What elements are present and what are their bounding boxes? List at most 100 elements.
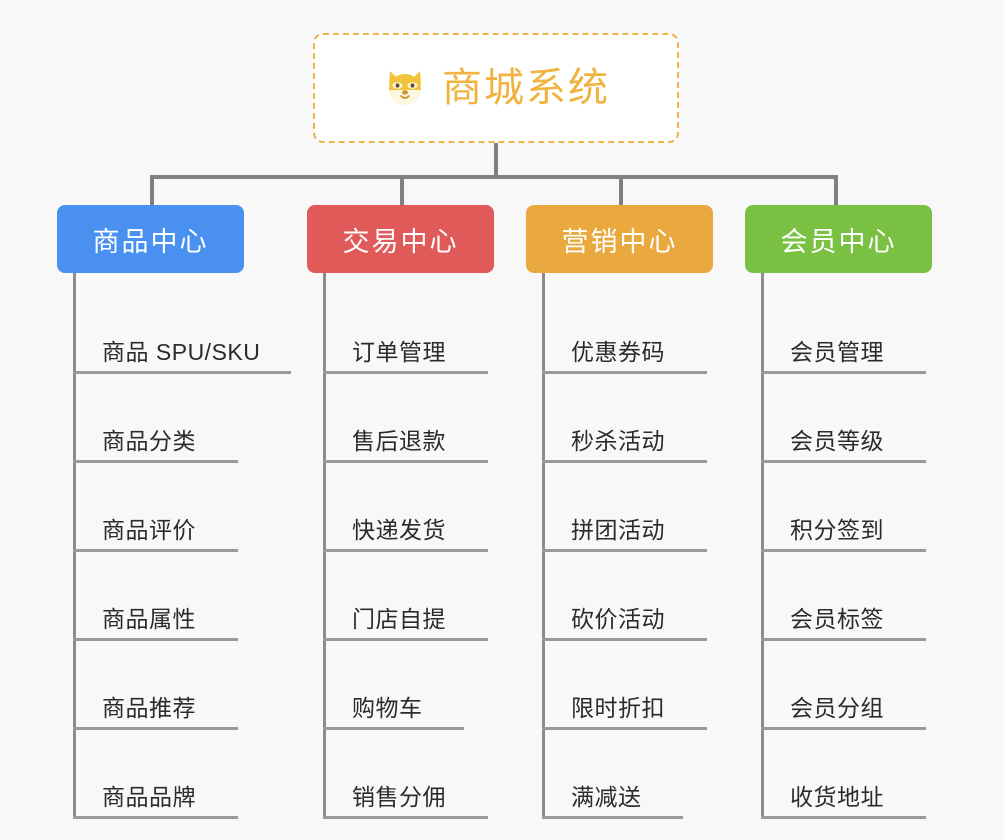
shiba-dog-face-icon: [382, 65, 428, 111]
leaf-item-label: 商品评价: [102, 517, 196, 543]
leaf-item[interactable]: 商品推荐: [57, 641, 244, 730]
leaf-underline: [323, 638, 488, 641]
column-product-center: 商品中心商品 SPU/SKU 商品分类商品评价商品属性商品推荐商品品牌: [57, 205, 291, 819]
leaf-item-label: 商品 SPU/SKU: [102, 339, 261, 365]
leaf-underline: [761, 816, 926, 819]
leaf-underline: [542, 816, 683, 819]
leaf-underline: [761, 460, 926, 463]
leaf-item-label: 订单管理: [352, 339, 446, 365]
leaf-item-label: 积分签到: [790, 517, 884, 543]
leaf-spine: [73, 273, 76, 819]
connector-horizontal-bus: [150, 175, 838, 179]
leaf-item[interactable]: 商品品牌: [57, 730, 244, 819]
leaf-item[interactable]: 会员分组: [745, 641, 932, 730]
category-box-member-center[interactable]: 会员中心: [745, 205, 932, 273]
category-box-product-center[interactable]: 商品中心: [57, 205, 244, 273]
leaf-item[interactable]: 会员管理: [745, 285, 932, 374]
leaf-item-label: 购物车: [352, 695, 423, 721]
root-node-title: 商城系统: [442, 66, 610, 110]
leaf-item[interactable]: 优惠券码: [526, 285, 713, 374]
leaf-item-label: 砍价活动: [571, 606, 665, 632]
leaf-item[interactable]: 积分签到: [745, 463, 932, 552]
leaf-list-trade-center: 订单管理售后退款快递发货门店自提购物车销售分佣: [307, 273, 494, 819]
leaf-item[interactable]: 会员等级: [745, 374, 932, 463]
leaf-underline: [542, 371, 707, 374]
leaf-spine: [761, 273, 764, 819]
category-title: 商品中心: [92, 226, 209, 257]
leaf-item[interactable]: 满减送: [526, 730, 713, 819]
leaf-item[interactable]: 商品属性: [57, 552, 244, 641]
leaf-item[interactable]: 收货地址: [745, 730, 932, 819]
leaf-item[interactable]: 秒杀活动: [526, 374, 713, 463]
leaf-list-marketing-center: 优惠券码秒杀活动拼团活动砍价活动限时折扣满减送: [526, 273, 713, 819]
leaf-item[interactable]: 拼团活动: [526, 463, 713, 552]
leaf-underline: [73, 727, 238, 730]
leaf-underline: [761, 371, 926, 374]
leaf-item[interactable]: 会员标签: [745, 552, 932, 641]
leaf-item-label: 限时折扣: [571, 695, 665, 721]
column-member-center: 会员中心会员管理会员等级积分签到会员标签会员分组收货地址: [745, 205, 932, 819]
leaf-item[interactable]: 门店自提: [307, 552, 494, 641]
leaf-item[interactable]: 限时折扣: [526, 641, 713, 730]
leaf-item-label: 售后退款: [352, 428, 446, 454]
leaf-underline: [323, 816, 488, 819]
leaf-item[interactable]: 订单管理: [307, 285, 494, 374]
column-trade-center: 交易中心订单管理售后退款快递发货门店自提购物车销售分佣: [307, 205, 494, 819]
leaf-item-label: 商品属性: [102, 606, 196, 632]
leaf-underline: [761, 549, 926, 552]
category-title: 交易中心: [342, 226, 459, 257]
leaf-spine: [323, 273, 326, 819]
connector-root-stem: [494, 143, 498, 177]
leaf-item[interactable]: 快递发货: [307, 463, 494, 552]
connector-drop-marketing: [619, 175, 623, 207]
leaf-underline: [542, 460, 707, 463]
leaf-underline: [542, 638, 707, 641]
leaf-list-member-center: 会员管理会员等级积分签到会员标签会员分组收货地址: [745, 273, 932, 819]
leaf-item-label: 收货地址: [790, 784, 884, 810]
leaf-item-label: 门店自提: [352, 606, 446, 632]
leaf-item[interactable]: 商品评价: [57, 463, 244, 552]
leaf-item[interactable]: 购物车: [307, 641, 494, 730]
leaf-underline: [542, 727, 707, 730]
leaf-item-label: 商品品牌: [102, 784, 196, 810]
leaf-underline: [323, 371, 488, 374]
category-title: 会员中心: [780, 226, 897, 257]
leaf-item-label: 会员等级: [790, 428, 884, 454]
leaf-underline: [73, 549, 238, 552]
leaf-underline: [761, 727, 926, 730]
leaf-underline: [73, 638, 238, 641]
leaf-item[interactable]: 销售分佣: [307, 730, 494, 819]
category-box-marketing-center[interactable]: 营销中心: [526, 205, 713, 273]
leaf-underline: [323, 460, 488, 463]
column-marketing-center: 营销中心优惠券码秒杀活动拼团活动砍价活动限时折扣满减送: [526, 205, 713, 819]
leaf-underline: [73, 816, 238, 819]
leaf-underline: [73, 371, 291, 374]
connector-drop-member: [834, 175, 838, 207]
leaf-item-label: 会员管理: [790, 339, 884, 365]
category-title: 营销中心: [561, 226, 678, 257]
leaf-list-product-center: 商品 SPU/SKU 商品分类商品评价商品属性商品推荐商品品牌: [57, 273, 291, 819]
connector-drop-product: [150, 175, 154, 207]
leaf-underline: [323, 727, 464, 730]
leaf-item-label: 拼团活动: [571, 517, 665, 543]
leaf-item-label: 会员分组: [790, 695, 884, 721]
leaf-item-label: 满减送: [571, 784, 642, 810]
leaf-underline: [73, 460, 238, 463]
leaf-underline: [542, 549, 707, 552]
leaf-item-label: 商品推荐: [102, 695, 196, 721]
leaf-item[interactable]: 砍价活动: [526, 552, 713, 641]
leaf-underline: [761, 638, 926, 641]
category-box-trade-center[interactable]: 交易中心: [307, 205, 494, 273]
leaf-item-label: 秒杀活动: [571, 428, 665, 454]
leaf-item-label: 商品分类: [102, 428, 196, 454]
leaf-item-label: 会员标签: [790, 606, 884, 632]
root-node-shop-system[interactable]: 商城系统: [313, 33, 679, 143]
leaf-item-label: 销售分佣: [352, 784, 446, 810]
leaf-item-label: 快递发货: [352, 517, 446, 543]
leaf-item-label: 优惠券码: [571, 339, 665, 365]
connector-drop-trade: [400, 175, 404, 207]
leaf-item[interactable]: 商品分类: [57, 374, 244, 463]
leaf-item[interactable]: 商品 SPU/SKU: [57, 285, 291, 374]
leaf-item[interactable]: 售后退款: [307, 374, 494, 463]
